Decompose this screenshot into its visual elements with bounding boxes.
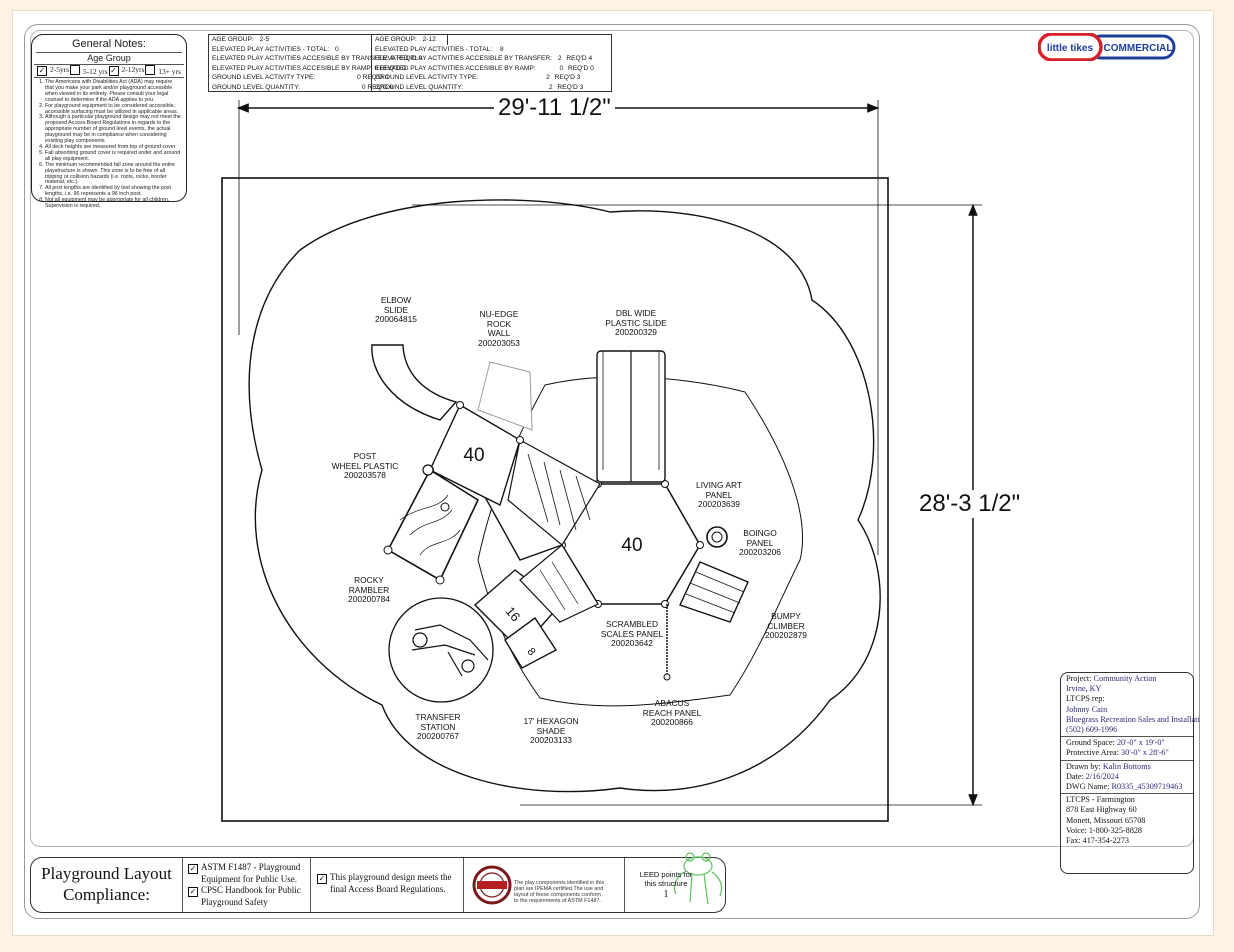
sheet-border xyxy=(24,24,1200,919)
project-section: Project: Community Action Irvine, KY LTC… xyxy=(1061,673,1200,738)
elbow-slide xyxy=(371,344,458,421)
note-item: All deck heights are measured from top o… xyxy=(45,144,182,151)
protective-area-outline xyxy=(248,199,881,793)
stats-age-row: AGE GROUP: 2-5 xyxy=(212,36,270,43)
logo-brand-pill xyxy=(1038,33,1103,61)
office-section: LTCPS - Farmington 878 East Highway 60 M… xyxy=(1066,795,1146,846)
astm-check[interactable]: ✓ASTM F1487 - Playground xyxy=(188,862,301,874)
checkbox-checked-icon: ✓ xyxy=(37,66,47,76)
standards-checklist: ✓ASTM F1487 - Playground Equipment for P… xyxy=(183,858,311,912)
little-tikes-commercial-logo: COMMERCIAL little tikes xyxy=(1038,33,1176,61)
checkbox-checked-icon: ✓ xyxy=(188,886,198,897)
area-section: Ground Space: 20'-0" x 19'-0" Protective… xyxy=(1061,737,1193,761)
logo-commercial-text: COMMERCIAL xyxy=(1104,43,1173,54)
deck-post xyxy=(696,541,704,549)
width-dimension-label: 29'-11 1/2" xyxy=(494,94,615,122)
accessibility-stats-table: AGE GROUP: 2-5 ELEVATED PLAY ACTIVITIES … xyxy=(208,34,612,92)
transfer-stairs xyxy=(519,544,599,623)
logo-brand-text: little tikes xyxy=(1047,43,1094,54)
ipema-certification: The play components identified in this p… xyxy=(464,858,625,912)
age-option-2-5[interactable]: ✓2-5yrs xyxy=(37,65,70,76)
note-item: The Americans with Disabilities Act (ADA… xyxy=(45,79,182,104)
age-group-checkboxes: ✓2-5yrs 5-12 yrs ✓2-12yrs 13+ yrs xyxy=(34,64,184,78)
note-item: All post lengths are identified by text … xyxy=(45,185,182,198)
age-option-2-12[interactable]: ✓2-12yrs xyxy=(108,65,145,76)
stats-row: ELEVATED PLAY ACTIVITIES - TOTAL: 0 xyxy=(212,45,339,53)
checkbox-checked-icon: ✓ xyxy=(317,874,327,884)
note-item: Fall absorbing ground cover is required … xyxy=(45,150,182,163)
ipema-note: The play components identified in this p… xyxy=(514,880,605,904)
general-notes-panel: General Notes: Age Group ✓2-5yrs 5-12 yr… xyxy=(31,34,187,209)
checkbox-checked-icon: ✓ xyxy=(188,864,198,874)
general-notes-list: The Americans with Disabilities Act (ADA… xyxy=(32,79,186,210)
ground-space-boundary xyxy=(221,177,889,822)
height-dimension-label: 28'-3 1/2" xyxy=(919,490,1021,518)
age-group-title: Age Group xyxy=(36,52,182,64)
rocky-rambler xyxy=(386,468,480,582)
leed-point-count: 1 xyxy=(663,889,669,900)
stats-col-2-12: AGE GROUP: 2-12 ELEVATED PLAY ACTIVITIES… xyxy=(375,35,609,93)
boingo-panel xyxy=(706,526,728,548)
stats-row: ELEVATED PLAY ACTIVITIES - TOTAL: 8 xyxy=(375,45,504,53)
age-option-5-12[interactable]: 5-12 yrs xyxy=(69,65,108,77)
checkbox-checked-icon: ✓ xyxy=(108,66,119,76)
leed-points: LEED points for this structure 1 xyxy=(624,852,725,912)
bumpy-climber xyxy=(679,561,749,623)
transfer-step-8 xyxy=(504,616,558,669)
stats-row: ELEVATED PLAY ACTIVITIES ACCESIBLE BY RA… xyxy=(212,64,406,72)
hexagon-shade-footprint xyxy=(477,376,803,707)
note-item: For playground equipment to be considere… xyxy=(45,103,182,116)
compliance-bar: Playground Layout Compliance: ✓ASTM F148… xyxy=(30,852,726,913)
stats-row: GROUND LEVEL QUANTITY: 2 REQ'D 3 xyxy=(375,83,584,91)
drawing-section: Drawn by: Kalin Bottoms Date: 2/16/2024 … xyxy=(1061,761,1193,795)
frog-icon xyxy=(673,852,723,905)
cpsc-check[interactable]: ✓CPSC Handbook for Public xyxy=(188,884,301,897)
stats-row: GROUND LEVEL ACTIVITY TYPE: 0 REQ'D 0 xyxy=(212,74,389,82)
age-option-13plus[interactable]: 13+ yrs xyxy=(145,65,181,77)
post-wheel xyxy=(422,464,434,476)
wheelchair-icon xyxy=(411,624,489,677)
deck-post xyxy=(661,480,669,488)
wheelchair-clearance-circle xyxy=(388,597,494,703)
drawing-area-border xyxy=(30,30,1194,847)
note-item: Not all equipment may be appropriate for… xyxy=(45,197,182,210)
stats-row: ELEVATED PLAY ACTIVITIES ACCESIBLE BY RA… xyxy=(375,64,594,72)
stats-row: ELEVATED PLAY ACTIVITIES ACCESIBLE BY TR… xyxy=(212,55,423,63)
stats-age-row: AGE GROUP: 2-12 xyxy=(375,36,436,43)
ipema-seal-icon xyxy=(472,865,512,905)
stats-row: GROUND LEVEL ACTIVITY TYPE: 2 REQ'D 3 xyxy=(375,74,581,82)
stats-row: GROUND LEVEL QUANTITY: 0 REQ'D 0 xyxy=(212,83,394,91)
access-board-check: ✓This playground design meets the final … xyxy=(311,858,464,912)
compliance-title: Playground Layout Compliance: xyxy=(31,858,183,912)
note-item: The minimum recommended fall zone around… xyxy=(45,162,182,187)
deck-height-upper-left: 40 xyxy=(463,445,485,466)
leed-text: LEED points for this structure 1 xyxy=(630,870,702,900)
checkbox-empty-icon xyxy=(145,65,156,75)
stats-row: ELEVATED PLAY ACTIVITIES ACCESIBLE BY TR… xyxy=(375,55,593,63)
hex-deck-upper-left xyxy=(429,404,521,506)
note-item: Although a particular playground design … xyxy=(45,115,182,145)
deck-height-main: 40 xyxy=(621,535,643,556)
general-notes-title: General Notes: xyxy=(72,38,146,50)
stats-col-2-5: AGE GROUP: 2-5 ELEVATED PLAY ACTIVITIES … xyxy=(212,35,423,93)
project-info-block: Project: Community Action Irvine, KY LTC… xyxy=(1060,672,1200,874)
checkbox-empty-icon xyxy=(69,65,80,75)
